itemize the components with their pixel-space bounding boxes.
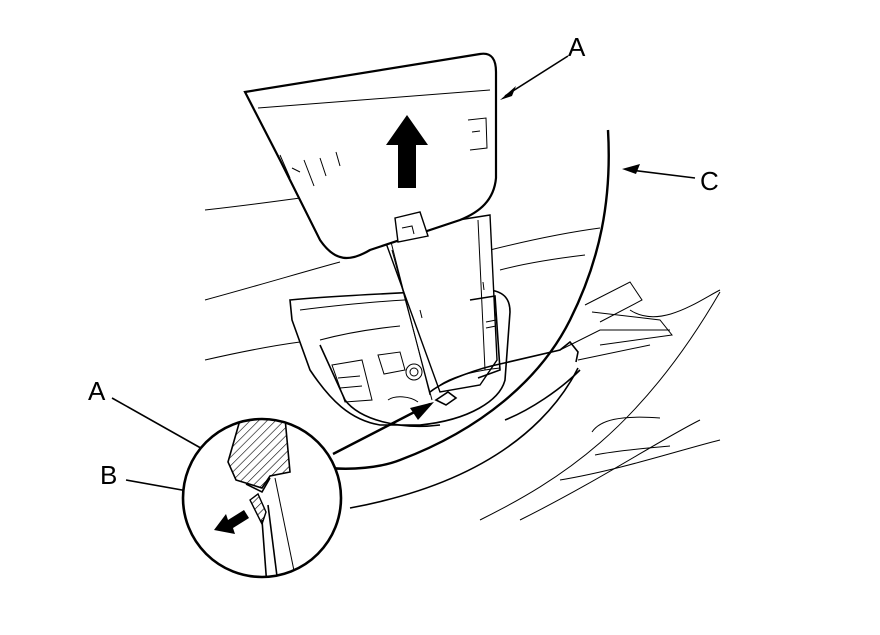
callout-b-detail: B: [100, 460, 117, 490]
detail-magnifier: [181, 417, 343, 579]
removable-panel: [243, 52, 498, 260]
release-arrow-icon: [214, 510, 249, 534]
trim-panel-c: [329, 129, 673, 509]
dashboard-outline: [204, 197, 721, 521]
callout-a-detail: A: [88, 376, 106, 406]
callout-a-top: A: [568, 32, 586, 62]
panel-stem: [381, 214, 579, 406]
detail-pointer: [332, 402, 434, 456]
arrow-up-icon: [386, 115, 428, 188]
callout-c: C: [700, 166, 719, 196]
